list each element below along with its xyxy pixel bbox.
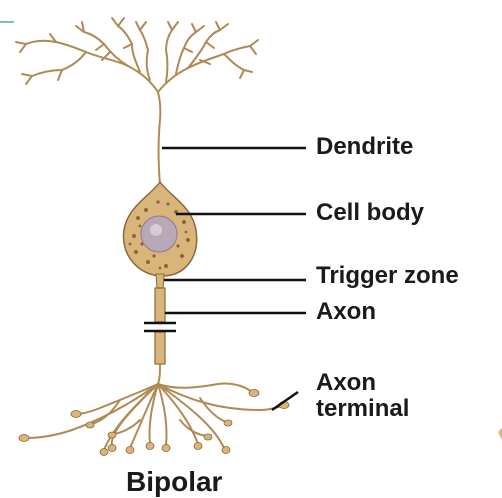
label-cell-body: Cell body [316, 199, 425, 226]
axon-shaft-lower [154, 331, 166, 365]
axon [144, 273, 176, 365]
label-trigger-zone: Trigger zone [316, 262, 459, 289]
caption-bipolar: Bipolar [126, 466, 223, 497]
nucleolus [150, 224, 162, 236]
label-axon: Axon [316, 298, 376, 325]
axon-shaft-upper [154, 287, 166, 323]
label-axon-terminal-line1: Axon [316, 369, 376, 396]
dendrite-tree [15, 17, 259, 186]
soma-speckles [128, 200, 190, 270]
leader-lines [162, 146, 306, 411]
label-axon-terminal: Axon terminal [316, 370, 409, 422]
label-dendrite: Dendrite [316, 133, 414, 160]
cell-body [122, 180, 198, 277]
terminal-boutons [18, 389, 290, 456]
label-axon-terminal-line2: terminal [316, 395, 410, 422]
leader-axon-terminal [271, 391, 299, 411]
axon-terminal-tree [25, 363, 283, 451]
edge-mark [498, 428, 502, 440]
